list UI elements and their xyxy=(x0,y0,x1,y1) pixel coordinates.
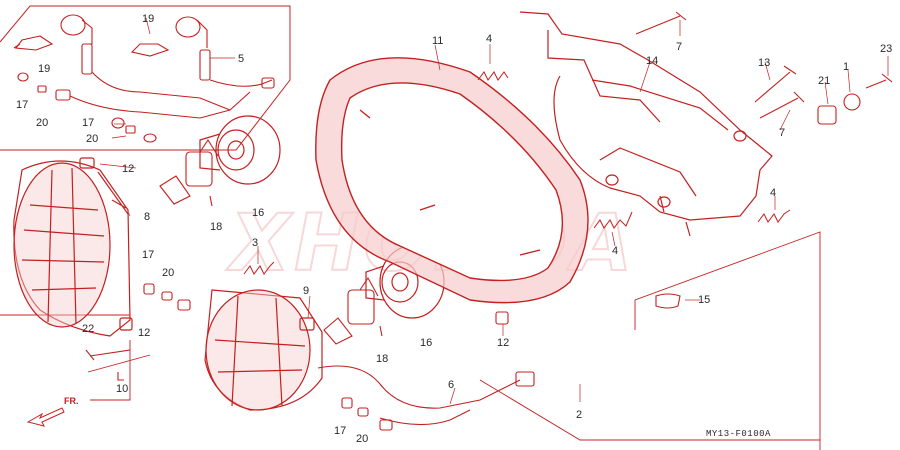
callout-22: 22 xyxy=(82,323,94,335)
callout-12: 12 xyxy=(138,327,150,339)
headlight-lower xyxy=(204,289,323,411)
turn-signal-right xyxy=(130,16,275,89)
callout-4: 4 xyxy=(486,33,492,45)
callout-15: 15 xyxy=(698,294,710,306)
callout-8: 8 xyxy=(144,211,150,223)
headlight-case xyxy=(315,57,589,304)
callout-17: 17 xyxy=(334,425,346,437)
adjust-springs xyxy=(243,71,791,275)
callout-23: 23 xyxy=(880,43,892,55)
callout-4: 4 xyxy=(770,187,776,199)
callout-10: 10 xyxy=(116,383,128,395)
callout-12: 12 xyxy=(497,337,509,349)
callout-20: 20 xyxy=(86,133,98,145)
fasteners xyxy=(85,11,893,417)
bulb-lower xyxy=(323,276,383,345)
leader-lines xyxy=(99,17,889,405)
callout-18: 18 xyxy=(376,353,388,365)
callout-19: 19 xyxy=(142,13,154,25)
callout-labels: 19 19 5 17 20 17 20 11 4 7 14 13 21 1 23 7 12 8 16 18 3 17 20 1… xyxy=(16,13,892,445)
callout-3: 3 xyxy=(252,237,258,249)
callout-20: 20 xyxy=(36,117,48,129)
callout-12: 12 xyxy=(122,163,134,175)
callout-5: 5 xyxy=(238,53,244,65)
callout-7: 7 xyxy=(779,127,785,139)
callout-17: 17 xyxy=(16,99,28,111)
headlight-upper xyxy=(13,157,133,337)
callout-19: 19 xyxy=(38,63,50,75)
position-light-harness xyxy=(317,365,535,431)
callout-17: 17 xyxy=(82,117,94,129)
callout-11: 11 xyxy=(432,35,443,47)
callout-17: 17 xyxy=(142,249,154,261)
callout-6: 6 xyxy=(448,379,454,391)
dust-cover-upper xyxy=(199,115,281,185)
callout-20: 20 xyxy=(356,433,368,445)
callout-1: 1 xyxy=(843,61,849,73)
callout-16: 16 xyxy=(420,337,432,349)
frame-lines xyxy=(0,231,821,450)
callout-16: 16 xyxy=(252,207,264,219)
front-direction-arrow: FR. xyxy=(26,396,79,427)
headlight-stay xyxy=(519,11,773,237)
callout-14: 14 xyxy=(646,55,658,67)
diagram-code: MY13-F0100A xyxy=(706,429,771,439)
callout-9: 9 xyxy=(303,285,309,297)
turn-signal-panel xyxy=(0,5,291,151)
turn-signal-left xyxy=(13,14,251,143)
callout-18: 18 xyxy=(210,221,222,233)
front-direction-label: FR. xyxy=(64,396,79,406)
callout-20: 20 xyxy=(162,267,174,279)
callout-21: 21 xyxy=(818,75,830,87)
callout-7: 7 xyxy=(676,41,682,53)
callout-2: 2 xyxy=(576,409,582,421)
callout-13: 13 xyxy=(758,57,770,69)
callout-4: 4 xyxy=(612,245,618,257)
